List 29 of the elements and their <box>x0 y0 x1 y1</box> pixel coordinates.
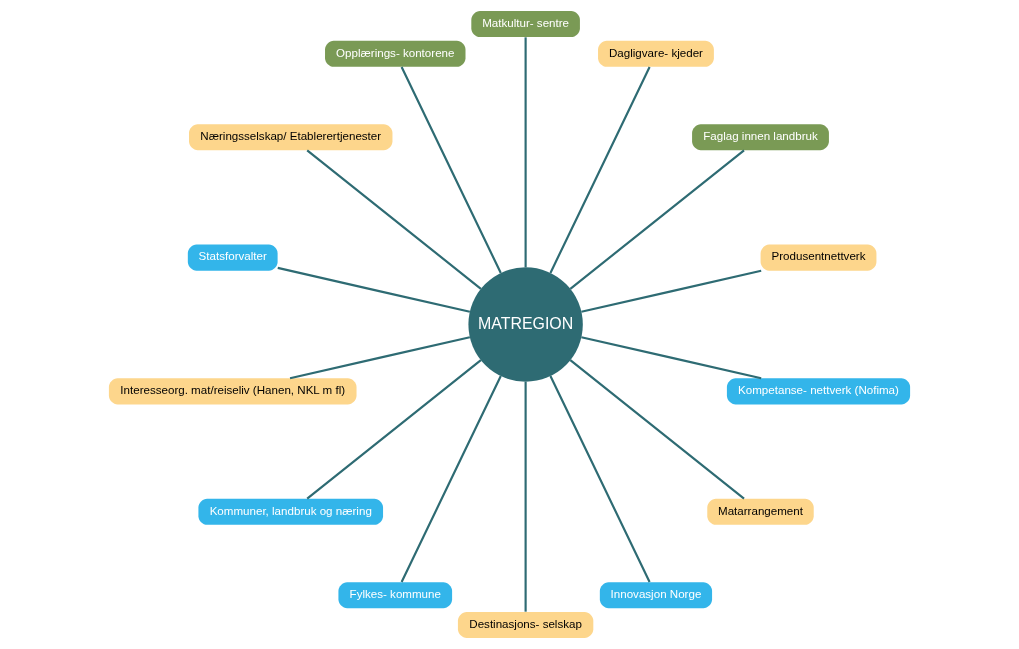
connector <box>306 359 482 500</box>
connector <box>400 66 502 274</box>
connector <box>277 266 471 313</box>
node-box: Faglag innen landbruk <box>692 124 829 151</box>
node-box: Innovasjon Norge <box>599 582 713 609</box>
node-box: Statsforvalter <box>187 244 278 271</box>
connector <box>549 375 651 583</box>
connector <box>581 336 762 380</box>
node-box: Opplærings- kontorene <box>325 40 466 67</box>
connector <box>400 375 502 583</box>
connector <box>289 336 471 380</box>
connector <box>569 149 745 290</box>
node-box: Kompetanse- nettverk (Nofima) <box>726 378 911 405</box>
connector <box>524 381 527 612</box>
node-circle: MATREGION <box>468 267 583 382</box>
node-box: Interesseorg. mat/reiseliv (Hanen, NKL m fl) <box>108 378 357 405</box>
node-box: Destinasjons- selskap <box>457 611 594 638</box>
connector <box>549 66 651 274</box>
connector <box>306 149 482 290</box>
node-box: Matarrangement <box>707 498 814 525</box>
connector <box>524 37 527 268</box>
node-box: Produsentnettverk <box>760 244 877 271</box>
connector <box>581 269 762 313</box>
node-box: Dagligvare- kjeder <box>598 40 714 67</box>
node-box: Matkultur- sentre <box>471 11 580 38</box>
node-box: Næringsselskap/ Etablerertjenester <box>189 124 393 151</box>
node-box: Fylkes- kommune <box>338 582 453 609</box>
connector <box>569 359 745 500</box>
node-box: Kommuner, landbruk og næring <box>198 498 384 525</box>
